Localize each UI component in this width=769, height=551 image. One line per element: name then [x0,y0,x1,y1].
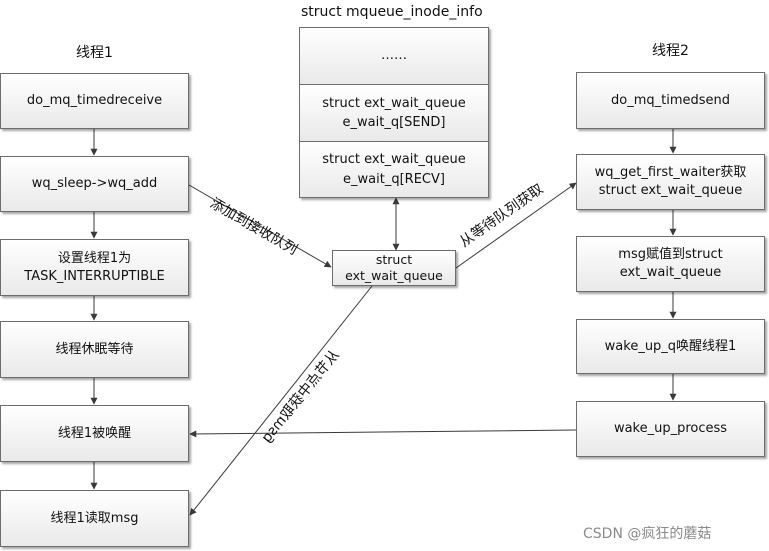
thread2-heading: 线程2 [652,43,689,59]
inode-info-ellipsis-label: …… [381,48,407,64]
t1-step-read-msg: 线程1读取msg [0,490,189,547]
t1-step-label: 线程休眠等待 [55,341,134,357]
t2-step-label: do_mq_timedsend [610,92,730,108]
edge-label-add-to-recv-queue: 添加到接收队列 [207,195,300,259]
t2-step-label: msg赋值到struct ext_wait_queue [618,247,723,280]
t1-step-sleep-wait: 线程休眠等待 [0,321,189,378]
t1-step-set-interruptible: 设置线程1为 TASK_INTERRUPTIBLE [0,239,189,296]
t1-step-wq-sleep: wq_sleep->wq_add [0,156,189,212]
t2-step-assign-msg: msg赋值到struct ext_wait_queue [576,236,765,292]
watermark: CSDN @疯狂的蘑菇 [583,526,712,542]
t1-step-label: do_mq_timedreceive [26,93,163,109]
inode-info-send-label: struct ext_wait_queue e_wait_q[SEND] [322,95,466,131]
t1-step-label: 设置线程1为 TASK_INTERRUPTIBLE [24,250,165,284]
t2-step-label: wake_up_q唤醒线程1 [604,338,737,354]
t1-step-label: 线程1读取msg [50,510,139,526]
arrow-wake [189,429,577,438]
t2-step-get-first-waiter: wq_get_first_waiter获取 struct ext_wait_qu… [576,154,765,210]
inode-info-send-queue: struct ext_wait_queue e_wait_q[SEND] [300,85,488,142]
t2-step-do-mq-timedsend: do_mq_timedsend [576,72,765,129]
t2-step-wake-up-q: wake_up_q唤醒线程1 [576,319,765,374]
t1-step-label: wq_sleep->wq_add [31,176,158,192]
arrow-read-msg [189,285,373,516]
t1-step-label: 线程1被唤醒 [57,425,132,441]
t2-step-label: wq_get_first_waiter获取 struct ext_wait_qu… [594,165,747,198]
mqueue-inode-info: …… struct ext_wait_queue e_wait_q[SEND] … [299,27,489,198]
inode-info-recv-queue: struct ext_wait_queue e_wait_q[RECV] [300,142,488,197]
t2-step-label: wake_up_process [613,421,728,437]
ext-wait-queue-node: struct ext_wait_queue [332,250,456,286]
t1-step-woken: 线程1被唤醒 [0,405,189,462]
inode-info-ellipsis: …… [300,28,488,85]
edge-label-get-msg-from-node: 从节点中获取msg [258,347,343,446]
struct-title: struct mqueue_inode_info [301,4,483,20]
inode-info-recv-label: struct ext_wait_queue e_wait_q[RECV] [322,152,466,187]
t1-step-do-mq-timedreceive: do_mq_timedreceive [0,73,189,129]
thread1-heading: 线程1 [76,45,113,61]
t2-step-wake-up-process: wake_up_process [576,401,765,457]
ext-wait-queue-label: struct ext_wait_queue [345,252,443,283]
